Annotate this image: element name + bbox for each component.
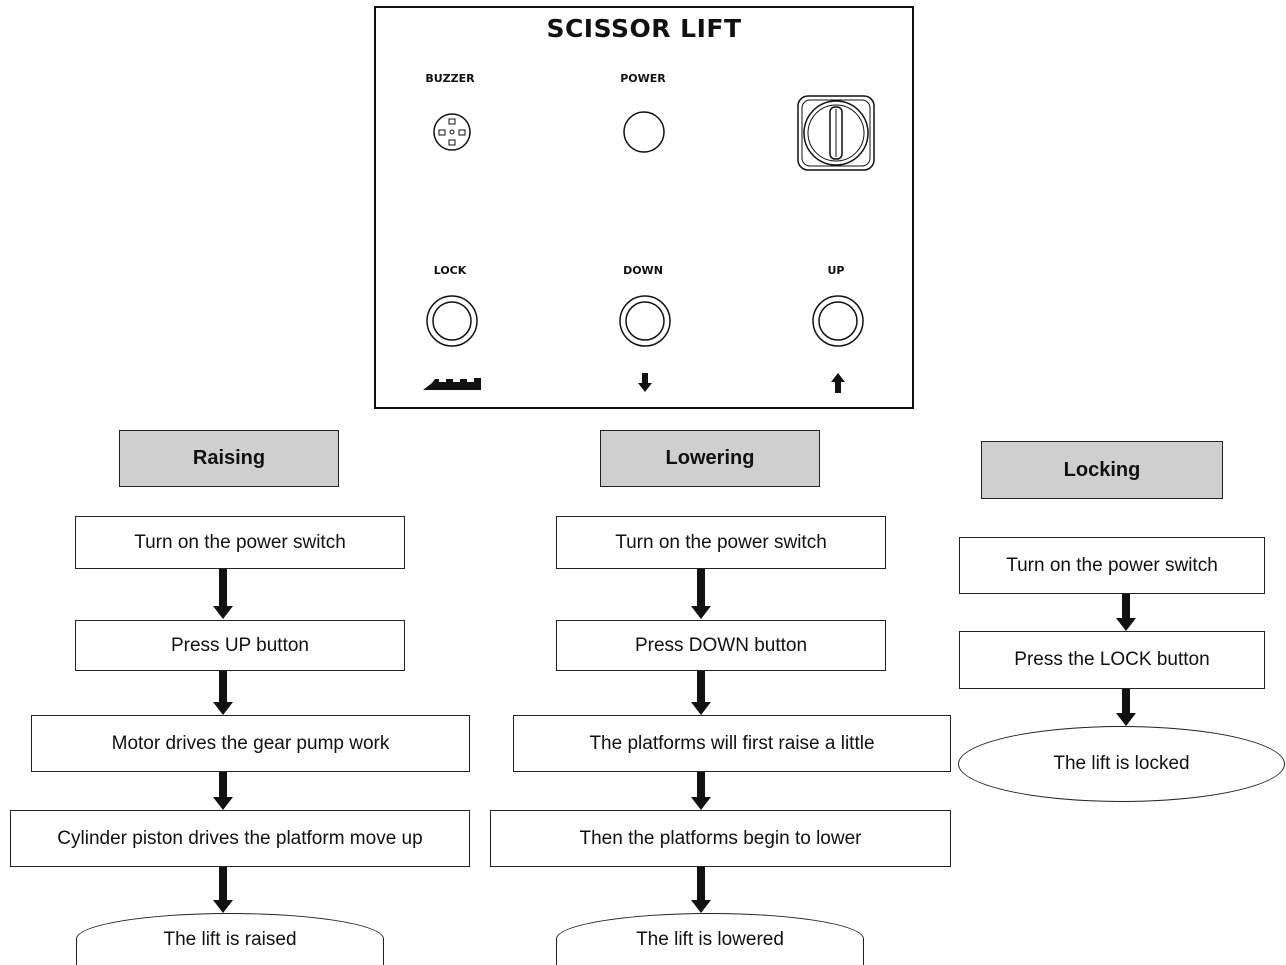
lowering-step-1: Turn on the power switch bbox=[556, 516, 886, 569]
flow-arrow bbox=[213, 867, 233, 913]
flow-arrow bbox=[1116, 594, 1136, 631]
up-label: UP bbox=[827, 264, 845, 277]
buzzer-label: BUZZER bbox=[425, 72, 475, 85]
flow-arrow bbox=[213, 772, 233, 810]
down-label: DOWN bbox=[623, 264, 663, 277]
lowering-end-terminator: The lift is lowered bbox=[556, 913, 864, 965]
lowering-header: Lowering bbox=[600, 430, 820, 487]
raising-step-4: Cylinder piston drives the platform move… bbox=[10, 810, 470, 867]
locking-end-terminator: The lift is locked bbox=[958, 726, 1285, 802]
locking-header: Locking bbox=[981, 441, 1223, 499]
control-panel: SCISSOR LIFT BUZZER POWER LOCK DOWN UP bbox=[374, 6, 914, 409]
power-indicator-light bbox=[623, 111, 665, 153]
flow-arrow bbox=[1116, 689, 1136, 726]
lock-label: LOCK bbox=[433, 264, 467, 277]
locking-step-1: Turn on the power switch bbox=[959, 537, 1265, 594]
raising-end-terminator: The lift is raised bbox=[76, 913, 384, 965]
power-key-switch[interactable] bbox=[796, 94, 876, 174]
lock-button[interactable] bbox=[425, 294, 479, 348]
lowering-step-4: Then the platforms begin to lower bbox=[490, 810, 951, 867]
raising-step-2: Press UP button bbox=[75, 620, 405, 671]
flow-arrow bbox=[691, 867, 711, 913]
flow-arrow bbox=[213, 671, 233, 715]
locking-step-2: Press the LOCK button bbox=[959, 631, 1265, 689]
down-button[interactable] bbox=[618, 294, 672, 348]
raising-header: Raising bbox=[119, 430, 339, 487]
lock-ratchet-icon bbox=[423, 378, 481, 390]
flow-arrow bbox=[691, 569, 711, 619]
raising-step-3: Motor drives the gear pump work bbox=[31, 715, 470, 772]
lowering-step-2: Press DOWN button bbox=[556, 620, 886, 671]
power-label: POWER bbox=[620, 72, 666, 85]
down-arrow-icon bbox=[638, 373, 652, 392]
panel-title: SCISSOR LIFT bbox=[546, 14, 742, 43]
up-arrow-icon bbox=[831, 373, 845, 393]
raising-step-1: Turn on the power switch bbox=[75, 516, 405, 569]
flow-arrow bbox=[213, 569, 233, 619]
lowering-step-3: The platforms will first raise a little bbox=[513, 715, 951, 772]
buzzer-connector-icon bbox=[433, 113, 471, 151]
flow-arrow bbox=[691, 772, 711, 810]
up-button[interactable] bbox=[811, 294, 865, 348]
flow-arrow bbox=[691, 671, 711, 715]
